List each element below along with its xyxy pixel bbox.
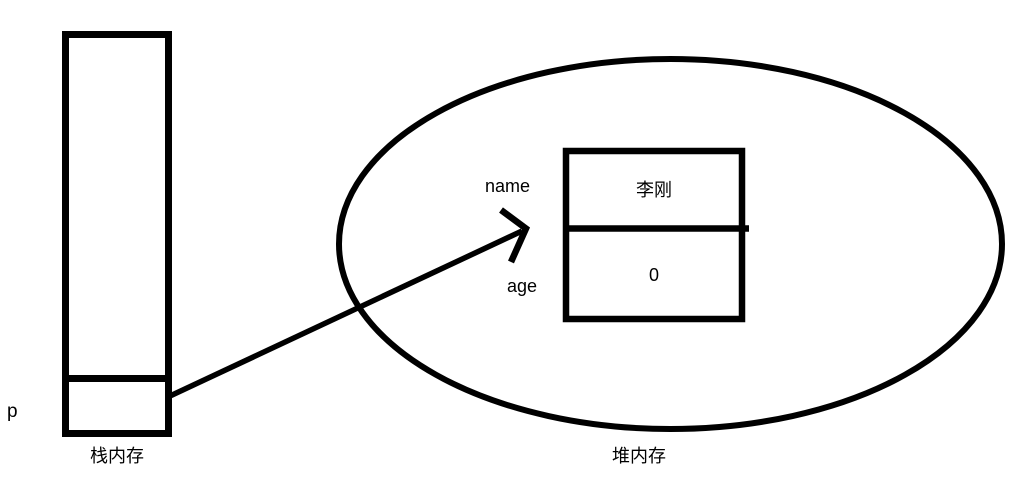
heap-ellipse	[336, 56, 1005, 432]
pointer-variable-label: p	[7, 401, 18, 422]
stack-memory-label: 栈内存	[90, 446, 144, 466]
object-box	[562, 147, 746, 323]
pointer-arrow-line	[168, 228, 524, 399]
stack-memory-box	[62, 31, 172, 437]
field-age-value: 0	[648, 265, 659, 285]
field-name-value: 李刚	[636, 179, 672, 200]
heap-memory-label: 堆内存	[612, 446, 666, 466]
field-age-label: age	[507, 276, 538, 296]
pointer-arrowhead	[499, 207, 531, 264]
field-name-label: name	[485, 176, 531, 196]
